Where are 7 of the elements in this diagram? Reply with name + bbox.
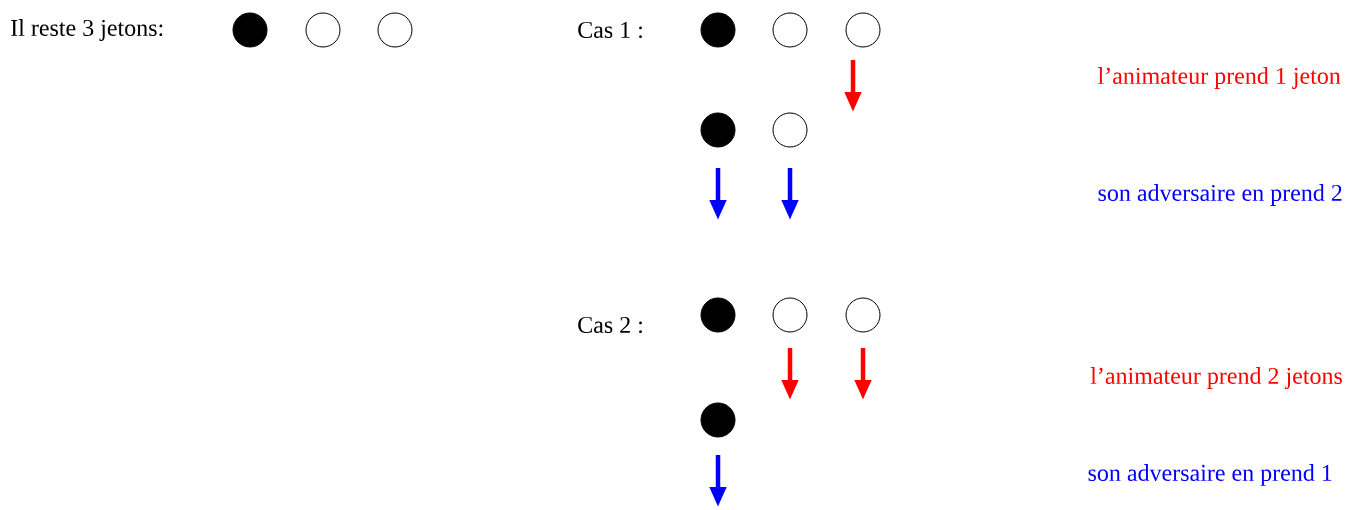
- label: l’animateur prend 2 jetons: [1090, 367, 1342, 389]
- label: Il reste 3 jetons:: [11, 19, 163, 41]
- label: Cas 2 :: [578, 316, 642, 334]
- label: son adversaire en prend 2: [1098, 184, 1342, 206]
- label: son adversaire en prend 1: [1088, 464, 1332, 486]
- label: Cas 1 :: [578, 21, 642, 39]
- label: l’animateur prend 1 jeton: [1098, 67, 1341, 89]
